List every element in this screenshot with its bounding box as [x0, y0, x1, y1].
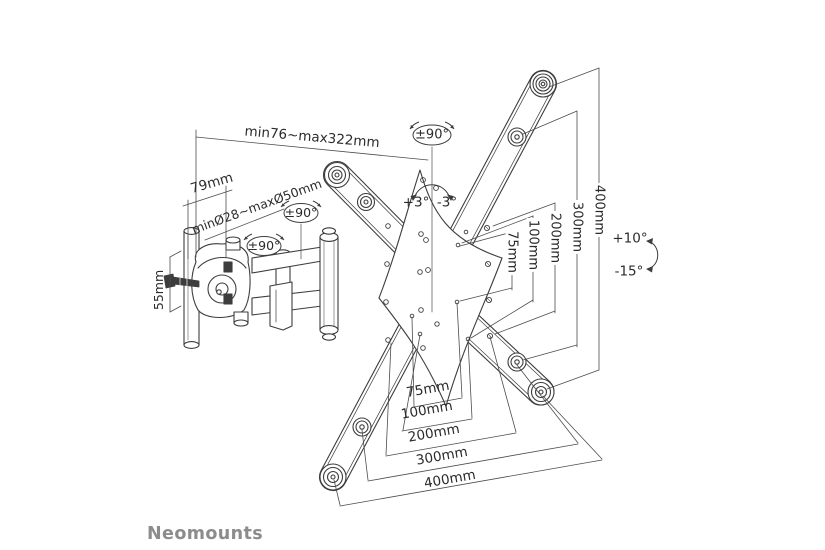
swivel-plate-oval — [409, 121, 455, 146]
neomounts-logo: Neomounts — [147, 524, 264, 544]
clamp-height-label: 55mm — [150, 269, 166, 311]
level-plus-label: +3° — [402, 194, 430, 211]
level-adjust-arc — [410, 184, 454, 201]
clamp-bolt — [163, 273, 200, 289]
pole-clamp — [191, 236, 251, 327]
vesa-vertical-300-label: 300mm — [569, 199, 585, 255]
swivel-elbow-oval — [280, 200, 322, 223]
vesa-vertical-400-label: 400mm — [591, 182, 607, 238]
rotation-annotations — [243, 121, 659, 273]
swivel-clamp-label: ±90° — [247, 237, 281, 253]
tilt-up-label: +10° — [612, 230, 648, 247]
tilt-arc — [646, 238, 659, 273]
swivel-elbow-label: ±90° — [284, 204, 318, 220]
vesa-plate — [378, 169, 503, 407]
level-minus-label: -3° — [436, 194, 458, 211]
arm-assembly — [251, 227, 339, 341]
vesa-vertical-100-label: 100mm — [525, 217, 541, 273]
tilt-down-label: -15° — [614, 263, 644, 280]
swivel-clamp-oval — [243, 233, 285, 256]
vesa-vertical-200-label: 200mm — [547, 210, 563, 266]
arm-washers — [319, 70, 557, 491]
vesa-vertical-75-label: 75mm — [504, 229, 520, 275]
swivel-plate-label: ±90° — [415, 127, 449, 143]
